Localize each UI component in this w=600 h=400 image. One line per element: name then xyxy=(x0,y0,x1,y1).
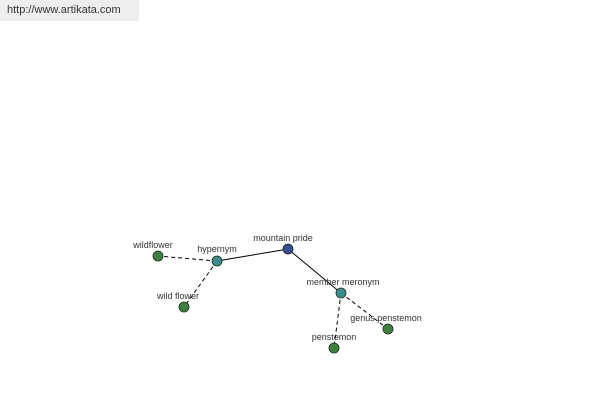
node-hypernym[interactable]: hypernym xyxy=(197,244,237,267)
node-label-mountain-pride: mountain pride xyxy=(253,233,313,243)
nodes-layer: mountain pride hypernym member meronym wild… xyxy=(132,233,422,354)
node-label-wild-flower: wild flower xyxy=(156,291,199,301)
edge-member-meronym-to-penstemon xyxy=(333,292,342,349)
node-circle-mountain-pride[interactable] xyxy=(282,243,294,255)
edge-hypernym-to-wild-flower xyxy=(183,260,218,308)
node-genus-penstemon[interactable]: genus penstemon xyxy=(350,313,422,335)
edge-hypernym-to-wildflower xyxy=(157,255,218,262)
node-wildflower[interactable]: wildflower xyxy=(132,240,173,262)
node-label-genus-penstemon: genus penstemon xyxy=(350,313,422,323)
edge-mountain-pride-to-member-meronym xyxy=(287,248,342,294)
node-penstemon[interactable]: penstemon xyxy=(312,332,357,354)
node-label-hypernym: hypernym xyxy=(197,244,237,254)
node-circle-genus-penstemon[interactable] xyxy=(382,323,394,335)
node-label-member-meronym: member meronym xyxy=(306,277,379,287)
edge-mountain-pride-to-hypernym xyxy=(216,248,289,262)
node-label-penstemon: penstemon xyxy=(312,332,357,342)
edges-layer xyxy=(157,248,389,349)
node-circle-member-meronym[interactable] xyxy=(335,287,347,299)
node-circle-wild-flower[interactable] xyxy=(178,301,190,313)
watermark-url: http://www.artikata.com xyxy=(0,0,139,21)
node-label-wildflower: wildflower xyxy=(132,240,173,250)
node-mountain-pride[interactable]: mountain pride xyxy=(253,233,313,255)
edge-member-meronym-to-genus-penstemon xyxy=(340,292,389,330)
node-circle-wildflower[interactable] xyxy=(152,250,164,262)
node-circle-hypernym[interactable] xyxy=(211,255,223,267)
node-wild-flower[interactable]: wild flower xyxy=(156,291,199,313)
node-member-meronym[interactable]: member meronym xyxy=(306,277,380,299)
node-circle-penstemon[interactable] xyxy=(328,342,340,354)
